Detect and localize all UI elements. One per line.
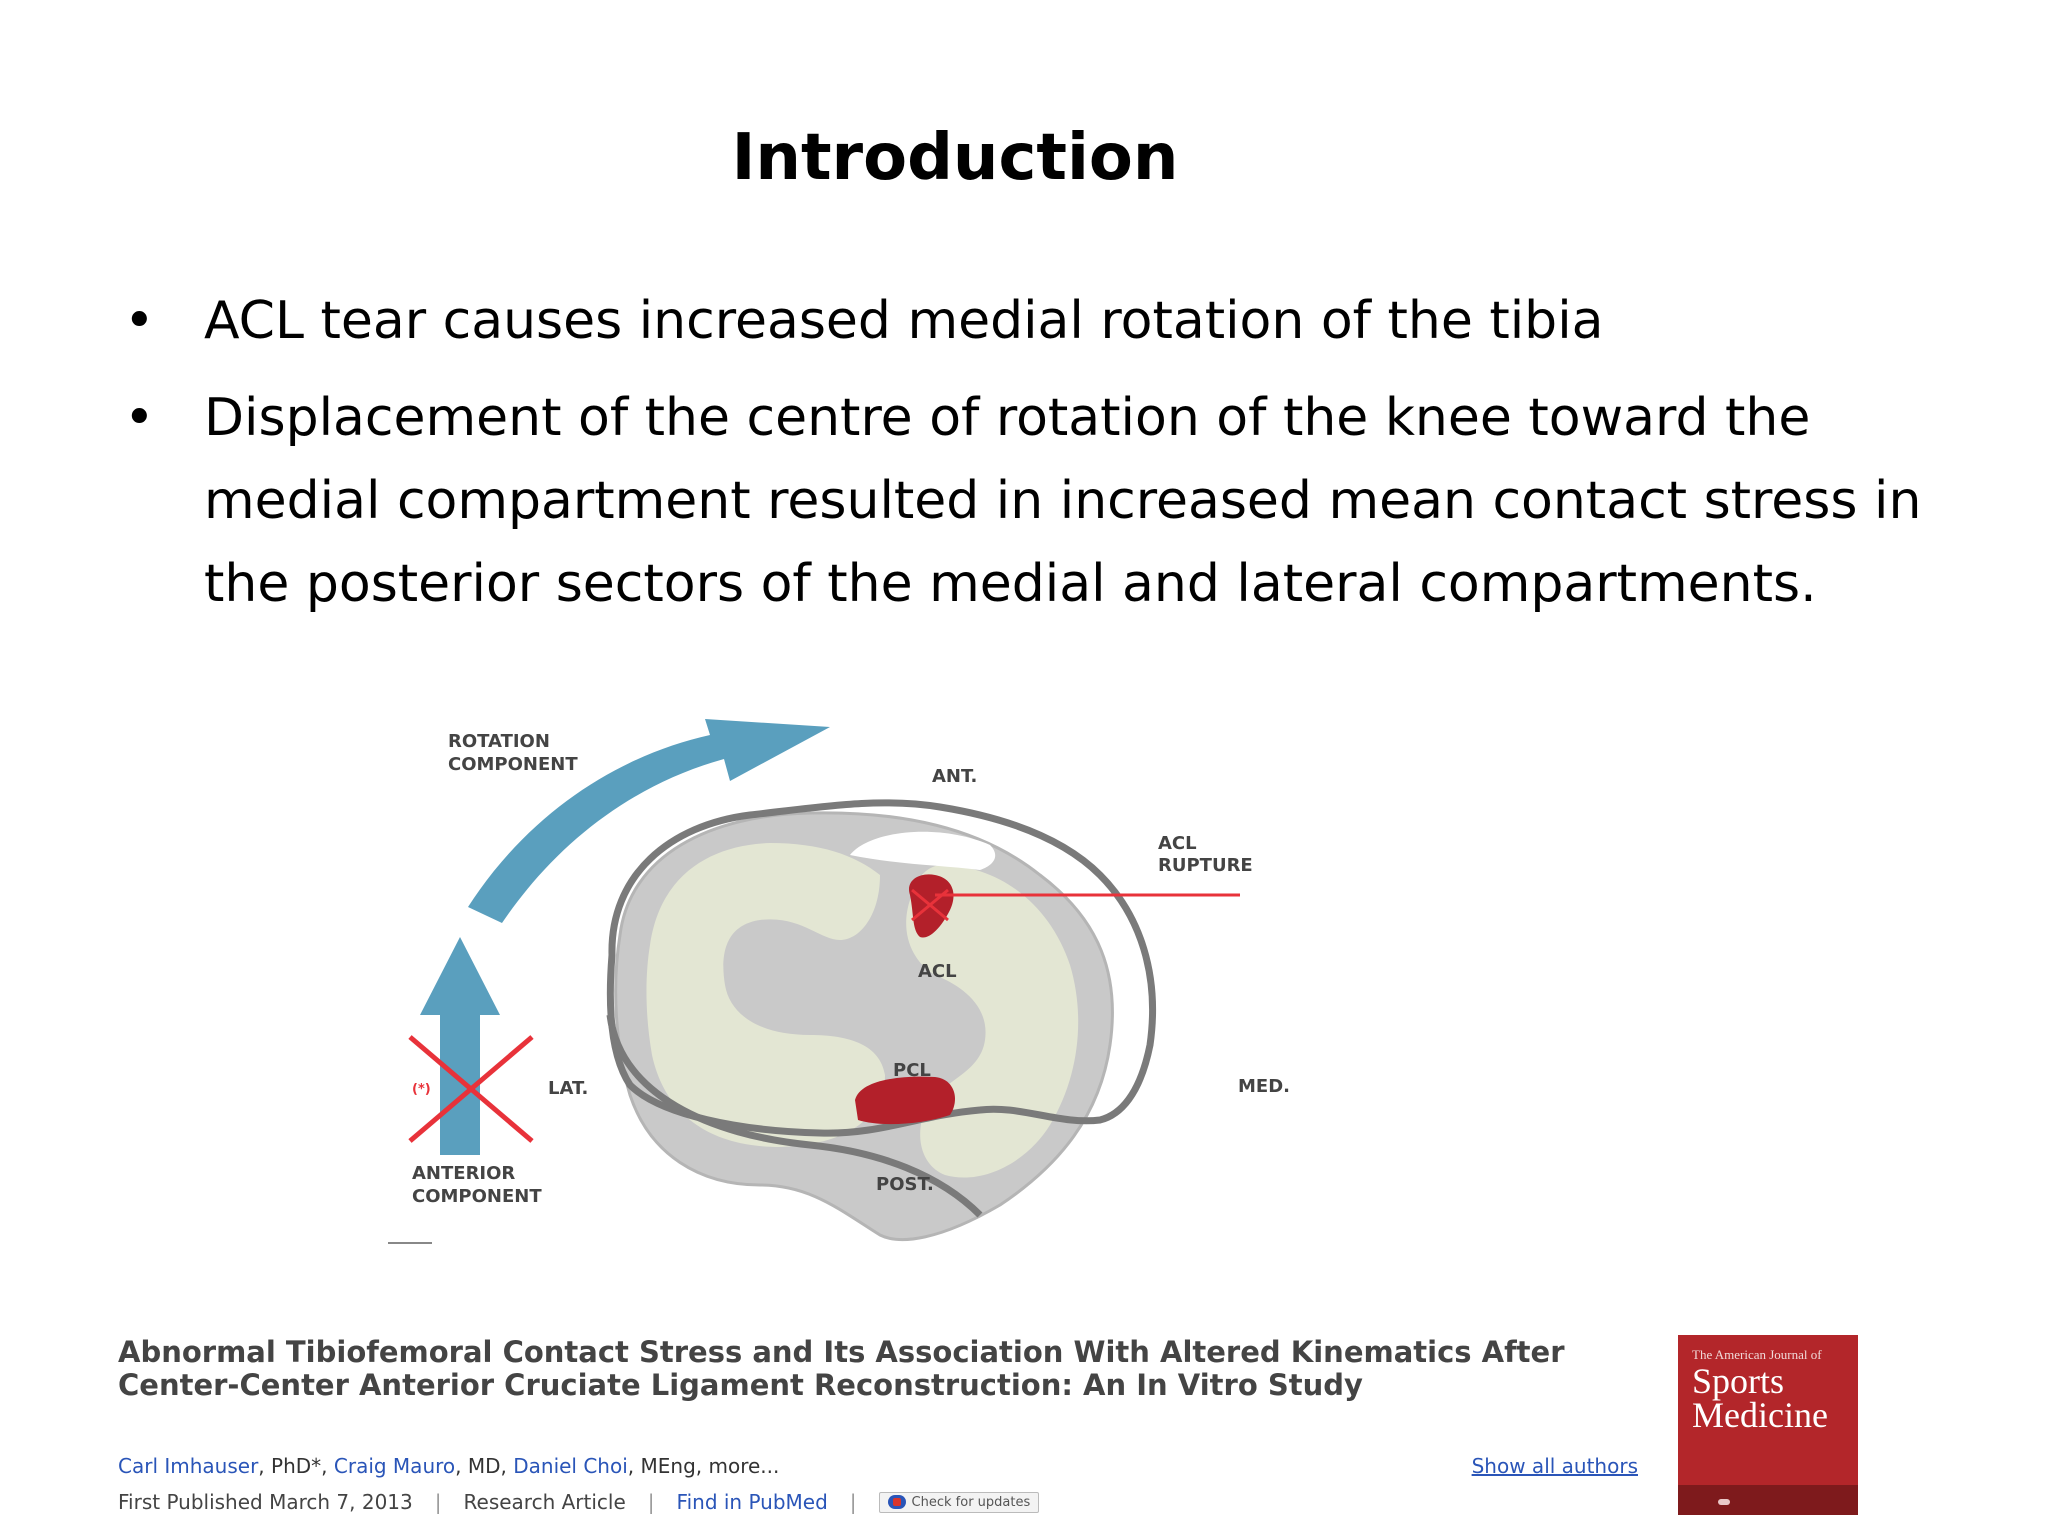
citation-block: Abnormal Tibiofemoral Contact Stress and… bbox=[118, 1335, 1678, 1515]
intercondylar-notch bbox=[850, 831, 996, 870]
rotation-arrow bbox=[468, 719, 830, 923]
lateral-condyle bbox=[646, 843, 885, 1147]
label-rotation: ROTATION bbox=[448, 731, 550, 752]
label-med: MED. bbox=[1238, 1076, 1290, 1097]
author-degree: , MEng, more... bbox=[627, 1454, 780, 1478]
bullet-item: • Displacement of the centre of rotation… bbox=[118, 377, 1938, 626]
bullet-marker: • bbox=[124, 388, 155, 448]
crossmark-icon bbox=[887, 1495, 906, 1509]
journal-cover[interactable]: The American Journal of Sports Medicine bbox=[1678, 1335, 1858, 1515]
check-for-updates-label: Check for updates bbox=[911, 1494, 1031, 1510]
journal-name-line2: Medicine bbox=[1692, 1395, 1828, 1435]
bullet-item: • ACL tear causes increased medial rotat… bbox=[118, 280, 1938, 363]
meta-separator: | bbox=[647, 1490, 655, 1514]
author-degree: , PhD*, bbox=[258, 1454, 334, 1478]
author-degree: , MD, bbox=[455, 1454, 514, 1478]
knee-diagram: ROTATION COMPONENT ANT. ACL RUPTURE ACL … bbox=[380, 715, 1340, 1255]
meta-separator: | bbox=[849, 1490, 857, 1514]
check-for-updates-button[interactable]: Check for updates bbox=[878, 1491, 1040, 1513]
label-ant: ANT. bbox=[932, 766, 977, 787]
label-pcl: PCL bbox=[893, 1060, 931, 1081]
label-lat: LAT. bbox=[548, 1078, 588, 1099]
label-asterisk: (*) bbox=[412, 1082, 431, 1097]
bullet-marker: • bbox=[124, 291, 155, 351]
journal-logo-icon bbox=[1718, 1499, 1730, 1505]
anterior-arrow bbox=[420, 937, 500, 1155]
journal-top-line: The American Journal of bbox=[1692, 1347, 1822, 1362]
article-type: Research Article bbox=[463, 1490, 626, 1514]
show-all-authors-link[interactable]: Show all authors bbox=[1471, 1454, 1638, 1478]
bullet-text: ACL tear causes increased medial rotatio… bbox=[204, 291, 1604, 351]
author-link[interactable]: Carl Imhauser bbox=[118, 1454, 259, 1478]
article-meta: First Published March 7, 2013 | Research… bbox=[118, 1490, 1658, 1514]
label-acl-rupture-1: ACL bbox=[1158, 833, 1197, 854]
label-anterior-component: COMPONENT bbox=[412, 1186, 542, 1207]
label-anterior: ANTERIOR bbox=[412, 1163, 515, 1184]
slide-title: Introduction bbox=[731, 121, 1179, 195]
article-title[interactable]: Abnormal Tibiofemoral Contact Stress and… bbox=[118, 1335, 1565, 1402]
author-link[interactable]: Daniel Choi bbox=[513, 1454, 628, 1478]
bullet-list: • ACL tear causes increased medial rotat… bbox=[118, 280, 1938, 640]
label-acl-rupture-2: RUPTURE bbox=[1158, 855, 1253, 876]
label-acl: ACL bbox=[918, 961, 957, 982]
posterior-outline bbox=[606, 1014, 983, 1218]
find-in-pubmed-link[interactable]: Find in PubMed bbox=[676, 1490, 828, 1514]
meta-separator: | bbox=[434, 1490, 442, 1514]
published-date: First Published March 7, 2013 bbox=[118, 1490, 413, 1514]
author-line: Carl Imhauser, PhD*, Craig Mauro, MD, Da… bbox=[118, 1454, 1658, 1478]
label-post: POST. bbox=[876, 1174, 934, 1195]
cross-mark bbox=[408, 1035, 534, 1143]
label-component: COMPONENT bbox=[448, 754, 578, 775]
journal-cover-band bbox=[1678, 1485, 1858, 1515]
journal-name-line1: Sports bbox=[1692, 1361, 1785, 1401]
author-link[interactable]: Craig Mauro bbox=[333, 1454, 456, 1478]
pcl-ligament bbox=[855, 1076, 955, 1125]
bullet-text: Displacement of the centre of rotation o… bbox=[204, 388, 1922, 614]
